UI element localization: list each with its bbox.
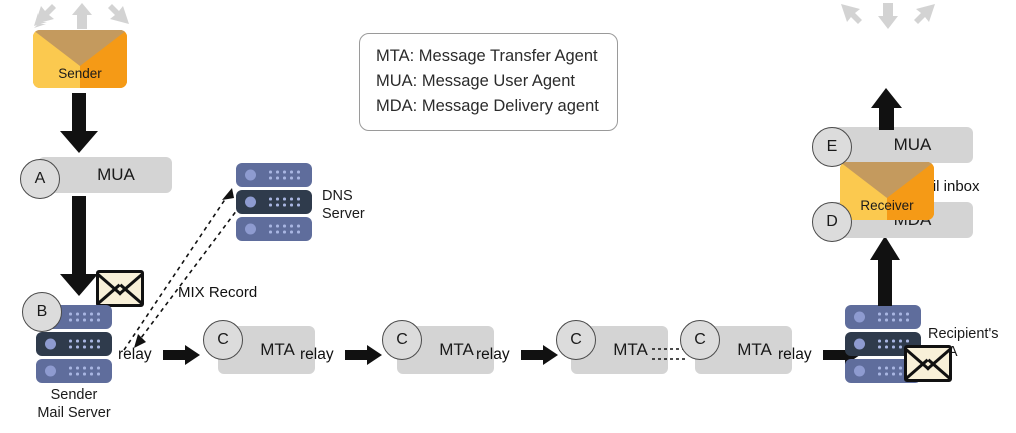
sender-envelope-label: Sender: [58, 66, 102, 81]
rack-led-icon: [854, 338, 865, 350]
server-rack-middle: [36, 332, 112, 356]
arrow-up-right-icon: [108, 4, 129, 24]
rack-dots: [878, 312, 914, 323]
badge-a: A: [20, 159, 60, 199]
arrow-mua-to-receiver: [869, 88, 905, 130]
mta-3-label: MTA: [613, 340, 648, 359]
arrow-relay-1: [163, 345, 201, 365]
arrow-sender-to-mua: [58, 93, 102, 155]
badge-c: C: [382, 320, 422, 360]
rack-led-icon: [245, 196, 256, 208]
arrow-up-left-icon: [35, 4, 56, 24]
mua-receiver-pill[interactable]: MUA: [830, 127, 973, 163]
rack-dots: [269, 197, 305, 208]
arrow-mua-to-mailserver: [58, 196, 102, 298]
relay-label-2: relay: [300, 346, 334, 363]
envelope-icon-mua-out: [96, 270, 144, 307]
badge-b: B: [22, 292, 62, 332]
dns-server-caption: DNS Server: [322, 188, 365, 222]
relay-label-1: relay: [118, 346, 152, 363]
mua-sender-pill[interactable]: MUA: [38, 157, 172, 193]
mua-receiver-label: MUA: [893, 135, 932, 154]
rack-led-icon: [854, 365, 865, 377]
badge-e: E: [812, 127, 852, 167]
relay-label-3: relay: [476, 346, 510, 363]
sender-mail-server-caption: Sender Mail Server: [37, 387, 111, 421]
rack-dots: [269, 224, 305, 235]
server-rack-top: [236, 163, 312, 187]
relay-label-4: relay: [778, 346, 812, 363]
node-mta-2[interactable]: C MTA: [382, 320, 494, 374]
node-mta-1[interactable]: C MTA: [203, 320, 315, 374]
sender-hint-arrows: [32, 2, 132, 32]
badge-c: C: [203, 320, 243, 360]
mua-sender-label: MUA: [97, 165, 135, 184]
receiver-envelope-label: Receiver: [860, 198, 914, 213]
arrow-up-icon: [72, 3, 92, 29]
badge-c: C: [556, 320, 596, 360]
node-mta-3[interactable]: C MTA: [556, 320, 668, 374]
rack-dots: [69, 339, 105, 350]
sender-envelope: Sender: [33, 30, 127, 88]
rack-dots: [69, 366, 105, 377]
arrow-down-right-icon: [914, 4, 935, 24]
dns-query-connectors: [118, 182, 258, 352]
legend-line-mta: MTA: Message Transfer Agent: [376, 47, 598, 65]
arrow-relay-2: [345, 345, 383, 365]
rack-led-icon: [245, 223, 256, 235]
node-mta-4[interactable]: C MTA: [680, 320, 792, 374]
rack-led-icon: [45, 338, 56, 350]
rack-led-icon: [45, 365, 56, 377]
mta-1-label: MTA: [260, 340, 295, 359]
rack-dots: [269, 170, 305, 181]
dns-server-stack: [236, 163, 312, 241]
legend-box: MTA: Message Transfer Agent MUA: Message…: [359, 33, 618, 131]
receiver-hint-arrows: [838, 2, 938, 32]
arrow-down-left-icon: [841, 4, 862, 24]
receiver-envelope: Receiver: [840, 162, 934, 220]
node-dns-server[interactable]: [236, 163, 312, 244]
server-rack-top: [845, 305, 921, 329]
mta-2-label: MTA: [439, 340, 474, 359]
node-mua-sender[interactable]: A MUA: [20, 157, 172, 199]
server-rack-bottom: [36, 359, 112, 383]
legend-line-mua: MUA: Message User Agent: [376, 72, 575, 90]
badge-c: C: [680, 320, 720, 360]
arrow-recipientmta-to-mda: [868, 236, 904, 306]
arrow-down-icon: [878, 3, 898, 29]
arrow-relay-3: [521, 345, 559, 365]
mix-record-label: MIX Record: [178, 284, 258, 301]
mta-4-label: MTA: [737, 340, 772, 359]
envelope-icon-mda-in: [904, 345, 952, 382]
badge-d: D: [812, 202, 852, 242]
node-mua-receiver[interactable]: E MUA: [812, 127, 973, 167]
rack-led-icon: [854, 311, 865, 323]
legend-line-mda: MDA: Message Delivery agent: [376, 97, 599, 115]
rack-dots: [69, 312, 105, 323]
rack-led-icon: [245, 169, 256, 181]
server-rack-middle: [236, 190, 312, 214]
server-rack-bottom: [236, 217, 312, 241]
